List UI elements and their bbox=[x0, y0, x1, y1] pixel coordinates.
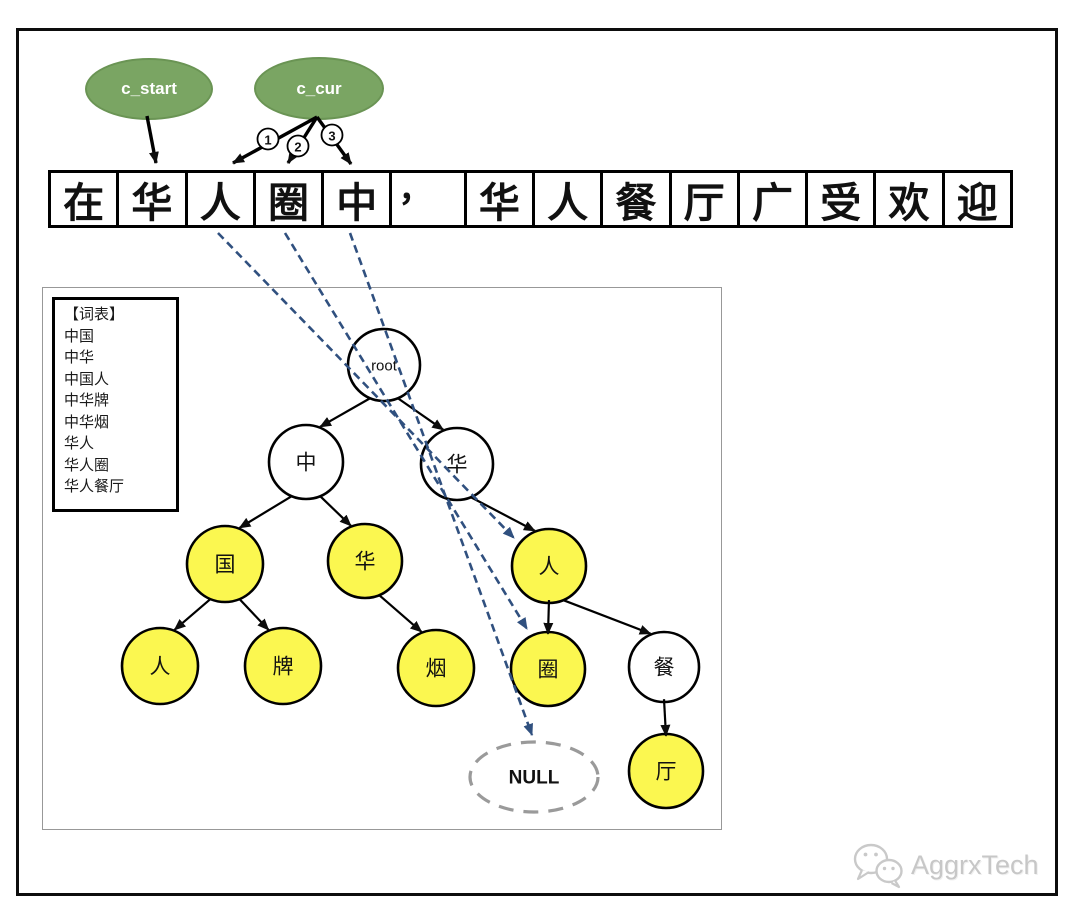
c-cur-pointer: c_cur bbox=[254, 57, 384, 120]
vocab-word: 中国人 bbox=[64, 370, 110, 388]
char-cell: 餐 bbox=[600, 173, 668, 225]
char-cell: 人 bbox=[531, 173, 600, 225]
vocab-word: 华人 bbox=[64, 435, 95, 452]
vocab-word: 中华 bbox=[64, 349, 95, 366]
char-cell: 在 bbox=[63, 180, 105, 225]
vocab-word: 华人餐厅 bbox=[64, 478, 125, 495]
watermark-text: AggrxTech bbox=[911, 849, 1039, 880]
char-cell: 圈 bbox=[252, 173, 321, 225]
vocab-word: 中华牌 bbox=[64, 392, 110, 409]
vocab-word: 中华烟 bbox=[64, 413, 110, 431]
c-start-pointer: c_start bbox=[85, 58, 213, 120]
char-cell: 人 bbox=[184, 173, 253, 225]
char-cell: ， bbox=[389, 173, 463, 225]
char-cell: 广 bbox=[736, 173, 805, 225]
watermark: AggrxTech bbox=[850, 840, 1039, 890]
vocab-word: 华人圈 bbox=[64, 456, 110, 474]
char-cell: 厅 bbox=[668, 173, 737, 225]
sentence-row: 在华人圈中，华人餐厅广受欢迎 bbox=[48, 170, 1013, 228]
vocab-box: 【词表】 中国中华中国人中华牌中华烟华人华人圈华人餐厅 bbox=[52, 297, 179, 512]
vocab-word: 中国 bbox=[64, 327, 95, 345]
char-cell: 受 bbox=[805, 173, 873, 225]
char-cell: 中 bbox=[321, 173, 389, 225]
vocab-title: 【词表】 bbox=[64, 306, 125, 323]
char-cell: 华 bbox=[463, 173, 532, 225]
c-start-label: c_start bbox=[121, 79, 177, 98]
char-cell: 华 bbox=[116, 173, 184, 225]
wechat-icon bbox=[853, 843, 903, 889]
c-cur-label: c_cur bbox=[296, 78, 342, 98]
vocab-list: 中国中华中国人中华牌中华烟华人华人圈华人餐厅 bbox=[64, 326, 170, 498]
outer-frame bbox=[16, 28, 1058, 896]
char-cell: 迎 bbox=[941, 173, 1010, 225]
char-cell: 欢 bbox=[873, 173, 941, 225]
